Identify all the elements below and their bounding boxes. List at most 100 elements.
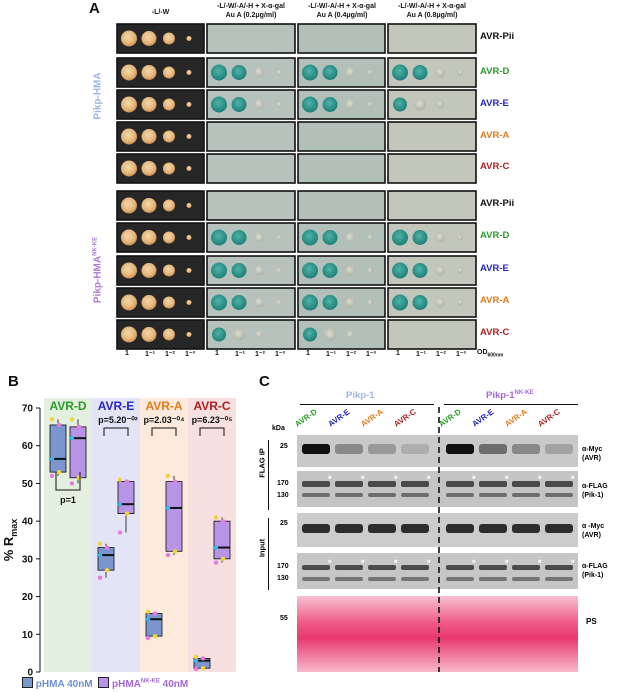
yeast-colony	[412, 65, 428, 80]
yeast-colony	[412, 230, 428, 245]
blot-band	[446, 481, 474, 487]
data-point	[49, 456, 55, 462]
data-point	[200, 656, 206, 661]
bracket-flag-ip	[268, 440, 269, 510]
data-point	[104, 567, 110, 573]
yeast-plate-cell	[206, 23, 296, 54]
yeast-colony	[163, 98, 175, 111]
data-point	[172, 549, 178, 554]
blot-band	[401, 481, 429, 487]
blot-band	[401, 524, 429, 533]
yeast-plate-cell	[387, 23, 477, 54]
yeast-colony	[345, 232, 355, 243]
od-label: OD600nm	[477, 349, 503, 358]
y-tick-label: 40	[22, 517, 34, 528]
blot-marker-1: 25	[280, 443, 288, 450]
yeast-colony	[121, 160, 137, 177]
panel-b-letter: B	[8, 373, 19, 390]
yeast-colony	[141, 198, 157, 213]
yeast-colony	[276, 101, 282, 108]
yeast-colony	[324, 328, 336, 341]
data-point	[172, 479, 178, 484]
blot-band	[512, 524, 540, 533]
yeast-colony	[254, 67, 264, 78]
blot-right-label-4a: α-FLAG	[582, 563, 608, 570]
yeast-colony	[141, 161, 157, 176]
blot-right-label-1b: (AVR)	[582, 455, 601, 462]
yeast-colony	[231, 263, 247, 278]
dilution-label: 1	[396, 350, 400, 357]
y-tick-label: 70	[22, 404, 34, 415]
yeast-colony	[186, 134, 192, 139]
data-point	[49, 473, 55, 479]
kda-label: kDa	[272, 425, 285, 432]
yeast-colony	[302, 64, 318, 81]
blot-band	[335, 565, 363, 570]
yeast-colony	[121, 128, 137, 145]
data-point	[145, 635, 151, 641]
yeast-colony	[435, 297, 445, 308]
data-point	[165, 473, 171, 479]
data-point	[117, 477, 123, 482]
col-header-1-line1: -L/-W	[151, 9, 170, 16]
yeast-colony	[457, 69, 463, 76]
data-point	[69, 435, 75, 441]
data-point	[97, 552, 103, 558]
yeast-colony	[302, 262, 318, 279]
data-point	[220, 518, 226, 524]
blot-band	[479, 493, 507, 497]
yeast-colony	[163, 296, 175, 309]
yeast-colony	[322, 295, 338, 310]
blot-band	[479, 481, 507, 487]
blot-band	[512, 444, 540, 454]
yeast-assay-grid	[116, 23, 477, 350]
pvalue-avr-a: p=2.03⁻⁰⁴	[143, 415, 184, 425]
dilution-label: 1⁻²	[436, 351, 446, 358]
yeast-plate-cell	[297, 23, 386, 54]
data-point	[213, 545, 219, 550]
y-tick-label: 0	[27, 668, 33, 679]
pvalue-avr-c: p=6.23⁻⁰⁵	[192, 415, 233, 425]
od-label-text: OD	[477, 349, 488, 356]
yeast-plate-cell	[387, 190, 477, 221]
blot-marker-5: 55	[280, 615, 288, 622]
yeast-colony	[231, 65, 247, 80]
data-point	[193, 658, 199, 663]
yeast-colony	[212, 327, 226, 342]
group-line-1	[300, 404, 434, 405]
dilution-label: 1⁻³	[456, 351, 466, 358]
bracket-avr-c	[199, 427, 225, 436]
legend-label-phma: pHMA 40nM	[35, 679, 93, 690]
blot-band	[335, 577, 363, 581]
yeast-colony	[211, 229, 227, 246]
data-point	[117, 501, 123, 507]
row-label-3: AVR-A	[480, 130, 510, 141]
band-star: *	[472, 558, 476, 568]
yeast-colony	[345, 67, 355, 78]
legend-label-nkke-tail: 40nM	[159, 679, 189, 690]
blot-marker-2a: 170	[277, 480, 289, 487]
yeast-colony	[412, 295, 428, 310]
blot-band	[368, 444, 396, 454]
yeast-colony	[163, 328, 175, 341]
blot-marker-4b: 130	[277, 575, 289, 582]
yeast-colony	[435, 67, 445, 78]
yeast-colony	[211, 64, 227, 81]
data-point	[104, 545, 110, 550]
blot-right-label-1a: α-Myc	[582, 446, 603, 453]
data-point	[200, 666, 206, 671]
blot-marker-4a: 170	[277, 563, 289, 570]
yeast-colony	[346, 330, 354, 339]
band-star: *	[505, 474, 509, 484]
yeast-colony	[121, 326, 137, 343]
band-star: *	[427, 558, 431, 568]
yeast-colony	[254, 99, 264, 110]
yeast-plate-cell	[297, 121, 386, 152]
yeast-colony	[231, 97, 247, 112]
group-title-avr-d: AVR-D	[49, 399, 86, 413]
data-point	[124, 511, 130, 516]
legend-swatch-phma	[22, 677, 33, 688]
dilution-label: 1⁻¹	[235, 351, 245, 358]
yeast-colony	[163, 66, 175, 79]
yeast-colony	[163, 231, 175, 244]
